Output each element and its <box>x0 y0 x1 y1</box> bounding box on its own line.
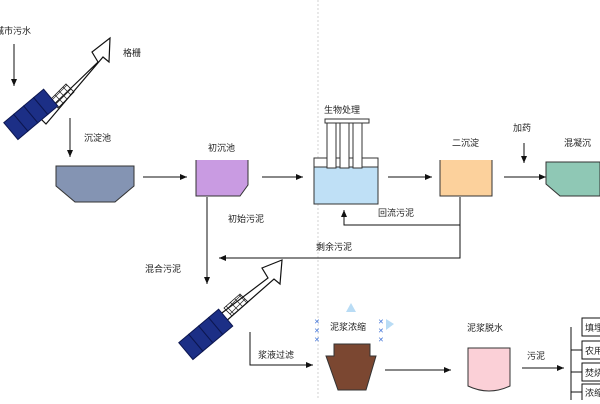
svg-text:✕: ✕ <box>314 336 320 344</box>
disposal-agriculture-label: 农用 <box>585 345 600 357</box>
label-mixed-sludge: 混合污泥 <box>145 263 181 275</box>
dewatering-unit <box>467 347 511 392</box>
label-source: 城市污水 <box>0 25 31 37</box>
disposal-concentration-label: 浓缩 <box>585 387 600 399</box>
grit-tank <box>55 165 135 203</box>
label-screen: 格栅 <box>123 47 141 59</box>
label-thickening: 泥浆浓缩 <box>330 321 366 333</box>
screen-blocks-top <box>3 88 59 141</box>
primary-tank <box>195 160 249 197</box>
svg-text:✕: ✕ <box>314 318 320 326</box>
screen-unit-top <box>3 36 111 141</box>
label-sludge: 污泥 <box>527 350 545 362</box>
disposal-incineration-label: 焚烧 <box>585 367 600 379</box>
svg-text:✕: ✕ <box>378 336 384 344</box>
label-bio-treatment: 生物处理 <box>324 104 360 116</box>
arrow-to-thickener <box>249 332 313 368</box>
thickener-tank <box>325 343 377 391</box>
aerator-header <box>324 118 370 124</box>
label-coag-tank: 混凝沉 <box>564 138 591 149</box>
coag-tank <box>545 161 600 197</box>
screen-unit-bottom <box>178 259 283 361</box>
label-slurry-filter: 浆液过滤 <box>258 349 294 361</box>
svg-text:✕: ✕ <box>378 318 384 326</box>
disposal-landfill <box>581 317 600 337</box>
label-primary-sludge: 初始污泥 <box>228 213 264 225</box>
secondary-tank <box>439 160 493 197</box>
screen-lattice-bottom <box>223 293 249 317</box>
label-dosing: 加药 <box>513 123 531 134</box>
svg-text:✕: ✕ <box>314 327 320 335</box>
selection-handles: ✕ ✕ ✕ ✕ ✕ ✕ <box>314 303 394 344</box>
handle-arrow-up-icon <box>346 303 356 312</box>
handle-arrow-right-icon <box>386 319 394 330</box>
arrow-return-sludge <box>341 197 461 226</box>
disposal-landfill-label: 填埋 <box>585 322 600 334</box>
bio-tank-water <box>313 166 379 205</box>
svg-text:✕: ✕ <box>378 327 384 335</box>
bio-reactor <box>313 118 379 205</box>
aerator-pipe <box>352 122 363 169</box>
label-excess-sludge: 剩余污泥 <box>316 241 352 253</box>
arrow-excess-sludge <box>219 225 461 261</box>
label-dewatering: 泥浆脱水 <box>467 322 503 334</box>
label-primary-tank: 初沉池 <box>208 142 235 154</box>
aerator-pipe <box>326 122 337 169</box>
label-secondary-tank: 二沉淀 <box>452 137 479 149</box>
screen-blocks-bottom <box>178 308 234 361</box>
disposal-incineration <box>581 362 600 382</box>
disposal-agriculture <box>581 340 600 360</box>
aerator-pipe <box>339 122 350 169</box>
label-grit-tank: 沉淀池 <box>84 132 111 144</box>
label-return-sludge: 回流污泥 <box>378 207 414 219</box>
